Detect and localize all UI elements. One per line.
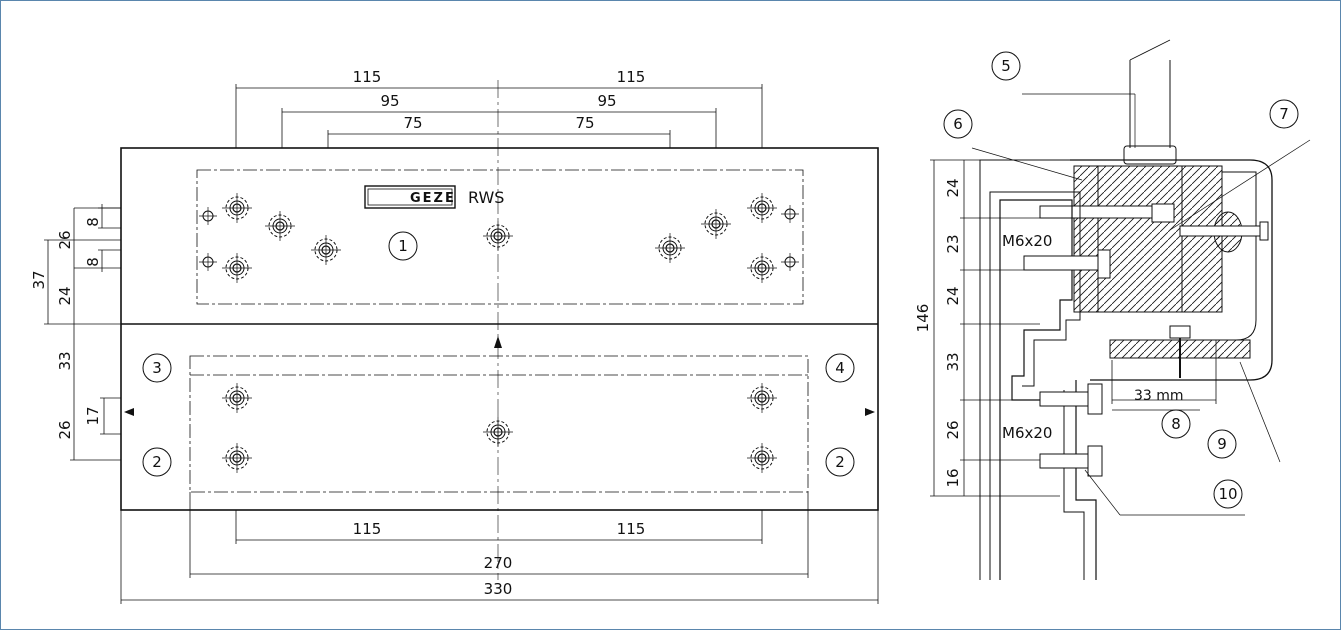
lower-inner-outline: [189, 355, 809, 493]
dim-115-bottom-left: 115: [353, 520, 382, 538]
mounting-hole: [264, 210, 296, 242]
callout-8-label: 8: [1171, 415, 1181, 433]
dim-115-bottom-right: 115: [617, 520, 646, 538]
upper-inner-outline: [196, 169, 804, 305]
section-view-labels: 5 6 7 8 9 10 M6x20 M6x20 33 mm 146 24 23…: [914, 57, 1289, 503]
mounting-hole: [221, 442, 253, 474]
dim-146: 146: [914, 304, 932, 333]
mounting-hole: [654, 232, 686, 264]
callout-10-label: 10: [1218, 485, 1237, 503]
mounting-hole: [221, 252, 253, 284]
mounting-hole: [700, 208, 732, 240]
dim-75-right: 75: [575, 114, 594, 132]
dim-24-mid: 24: [944, 286, 962, 305]
callout-2-left-label: 2: [152, 453, 162, 471]
mounting-plate-outline: [120, 147, 879, 511]
mounting-hole: [221, 192, 253, 224]
mounting-hole: [746, 192, 778, 224]
dim-23: 23: [944, 234, 962, 253]
callout-4-label: 4: [835, 359, 845, 377]
dim-17: 17: [84, 406, 102, 425]
section-view: [930, 39, 1311, 580]
dim-26-upper: 26: [56, 230, 74, 249]
callout-3-label: 3: [152, 359, 162, 377]
small-hole: [198, 206, 218, 226]
mounting-hole: [746, 382, 778, 414]
dim-75-left: 75: [403, 114, 422, 132]
callout-6-label: 6: [953, 115, 963, 133]
frame-profile: [999, 199, 1073, 580]
small-hole: [780, 252, 800, 272]
geze-logo: [364, 185, 456, 209]
direction-arrow: [494, 336, 502, 348]
direction-arrow: [865, 408, 875, 416]
screw-label-upper: M6x20: [1002, 232, 1052, 250]
bottom-dimension-lines: [120, 492, 879, 604]
front-view-labels: GEZE RWS 115 115 95 95 75 75 8 8 26 37 2…: [30, 68, 845, 598]
dim-16: 16: [944, 468, 962, 487]
callout-9-label: 9: [1217, 435, 1227, 453]
dim-37: 37: [30, 270, 48, 289]
callout-2-right-label: 2: [835, 453, 845, 471]
direction-arrow: [124, 408, 134, 416]
callout-5-label: 5: [1001, 57, 1011, 75]
left-dimension-lines: [44, 204, 121, 461]
small-hole: [780, 204, 800, 224]
top-dimension-lines: [235, 84, 763, 148]
dim-270: 270: [484, 554, 513, 572]
dim-24-top: 24: [944, 178, 962, 197]
dim-115-left: 115: [353, 68, 382, 86]
dim-33: 33: [56, 351, 74, 370]
mounting-hole: [482, 220, 514, 252]
mounting-hole: [482, 416, 514, 448]
front-view: [44, 80, 879, 604]
dim-115-right: 115: [617, 68, 646, 86]
section-dimension-lines: [930, 159, 1217, 497]
mounting-hole: [310, 234, 342, 266]
dim-95-right: 95: [597, 92, 616, 110]
dim-24: 24: [56, 286, 74, 305]
dim-95-left: 95: [380, 92, 399, 110]
callout-1-label: 1: [398, 237, 408, 255]
mounting-hole: [746, 252, 778, 284]
screw-label-lower: M6x20: [1002, 424, 1052, 442]
dim-330: 330: [484, 580, 513, 598]
brand-logo-text: GEZE: [410, 191, 456, 206]
small-hole: [198, 252, 218, 272]
dim-8-upper: 8: [84, 217, 102, 227]
offset-label: 33 mm: [1134, 388, 1184, 404]
model-label: RWS: [468, 188, 504, 207]
dim-26-section: 26: [944, 420, 962, 439]
dim-26-lower: 26: [56, 420, 74, 439]
mounting-hole: [746, 442, 778, 474]
callout-7-label: 7: [1279, 105, 1289, 123]
dim-33-section: 33: [944, 352, 962, 371]
mounting-hole: [221, 382, 253, 414]
dim-8-lower: 8: [84, 257, 102, 267]
closer-housing: [1070, 159, 1273, 381]
